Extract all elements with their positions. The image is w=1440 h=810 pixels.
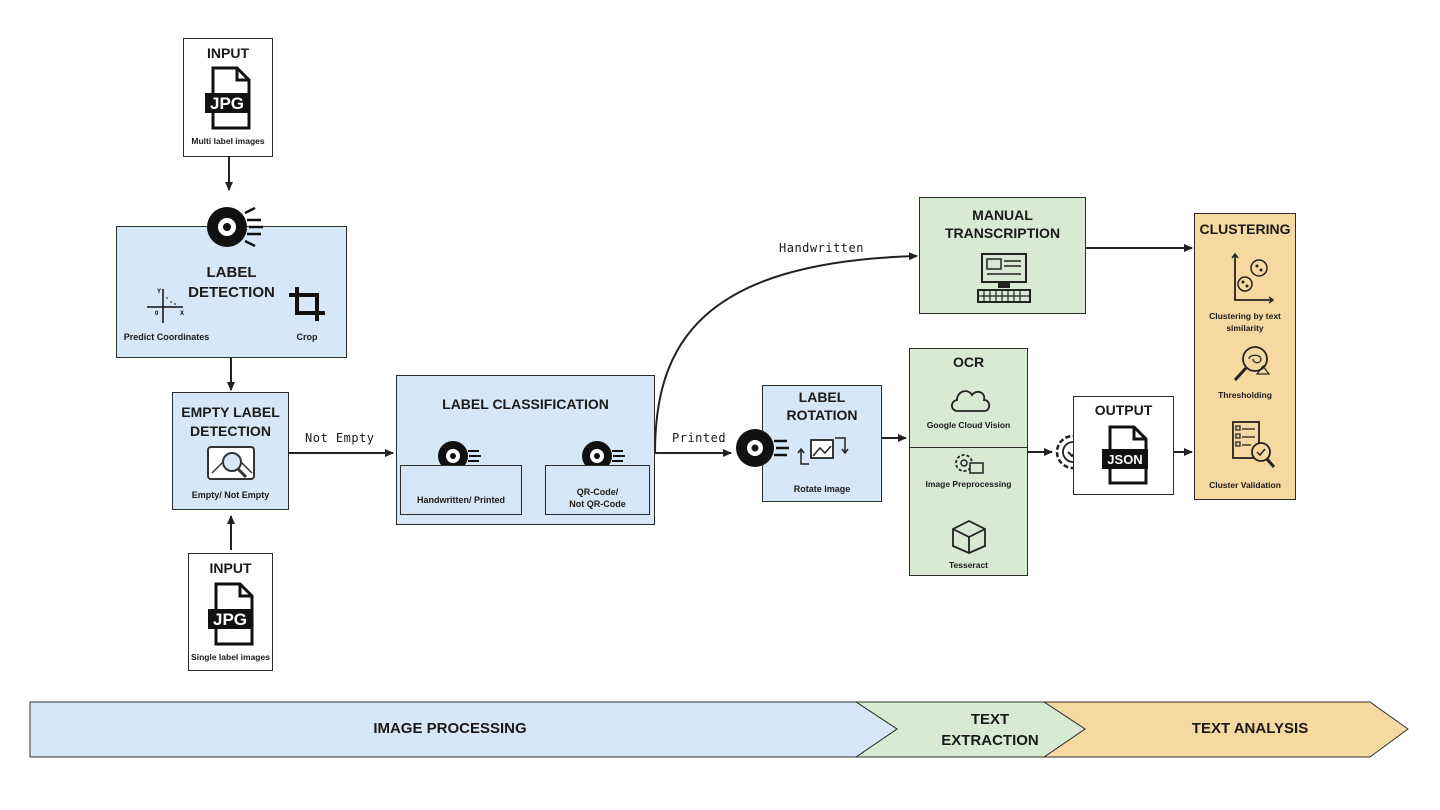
input-title: INPUT — [209, 560, 252, 576]
svg-text:Y: Y — [157, 289, 161, 295]
empty-detection-title-2: DETECTION — [190, 423, 271, 439]
arrow-handwritten — [654, 252, 918, 454]
tesseract-caption: Tesseract — [948, 560, 989, 570]
output-title: OUTPUT — [1094, 402, 1153, 418]
svg-text:0: 0 — [155, 311, 159, 317]
edge-label-not-empty: Not Empty — [305, 431, 375, 445]
qr-code-caption-1: QR-Code/ — [576, 487, 619, 497]
predict-coordinates-caption: Predict Coordinates — [123, 332, 210, 342]
image-preprocessing-caption: Image Preprocessing — [925, 479, 1012, 489]
label-rotation-box: LABEL ROTATION Rotate Image — [762, 385, 882, 502]
ai-brain-gear-icon — [207, 206, 263, 248]
gear-image-icon — [955, 454, 984, 474]
empty-detection-caption: Empty/ Not Empty — [191, 490, 270, 500]
ai-brain-gear-icon — [438, 441, 481, 471]
jpg-file-icon: JPG — [208, 582, 254, 646]
rotate-image-icon — [797, 437, 849, 465]
clustering-item1-line1: Clustering by text — [1209, 311, 1281, 321]
input-caption: Single label images — [191, 652, 270, 662]
input-caption: Multi label images — [191, 136, 265, 146]
crop-icon — [289, 287, 325, 321]
image-search-icon — [207, 446, 255, 480]
ocr-divider — [910, 447, 1027, 448]
crop-caption: Crop — [296, 332, 318, 342]
ai-brain-gear-icon — [582, 441, 625, 471]
cluster-validation-caption: Cluster Validation — [1209, 480, 1281, 490]
threshold-search-icon — [1233, 346, 1271, 382]
label-rotation-title-2: ROTATION — [786, 407, 858, 423]
band-image-processing-label: IMAGE PROCESSING — [373, 720, 527, 737]
input-single-label-box: INPUT JPG Single label images — [188, 553, 273, 671]
label-detection-title-2: DETECTION — [188, 284, 275, 301]
input-title: INPUT — [207, 45, 249, 61]
label-detection-box: LABEL DETECTION Y X 0 Predict Coordinate… — [116, 226, 347, 358]
google-cloud-vision-caption: Google Cloud Vision — [926, 420, 1011, 430]
cluster-chart-icon — [1231, 252, 1275, 304]
svg-text:X: X — [180, 311, 184, 317]
label-rotation-title-1: LABEL — [798, 389, 846, 405]
manual-transcription-title-2: TRANSCRIPTION — [944, 225, 1061, 241]
manual-transcription-box: MANUAL TRANSCRIPTION — [919, 197, 1086, 314]
cloud-icon — [950, 390, 991, 412]
handwritten-printed-caption: Handwritten/ Printed — [416, 495, 505, 505]
jpg-badge: JPG — [213, 610, 247, 629]
label-detection-title-1: LABEL — [206, 264, 257, 281]
empty-detection-title-1: EMPTY LABEL — [181, 404, 280, 420]
jpg-badge: JPG — [210, 94, 244, 113]
computer-keyboard-icon — [977, 253, 1031, 303]
ai-brain-gear-icon — [736, 429, 789, 467]
band-text-extraction-label-1: TEXT — [970, 711, 1010, 728]
checklist-validation-icon — [1232, 421, 1276, 468]
edge-label-handwritten: Handwritten — [779, 241, 864, 255]
jpg-file-icon: JPG — [205, 66, 251, 130]
clustering-item1-line2: similarity — [1226, 323, 1264, 333]
rotate-image-caption: Rotate Image — [793, 484, 851, 494]
band-image-processing — [29, 701, 898, 758]
thresholding-caption: Thresholding — [1218, 390, 1272, 400]
label-classification-title: LABEL CLASSIFICATION — [442, 396, 609, 412]
band-text-extraction-label-2: EXTRACTION — [941, 732, 1039, 749]
handwritten-printed-subbox: Handwritten/ Printed — [400, 465, 522, 515]
empty-label-detection-box: EMPTY LABEL DETECTION Empty/ Not Empty — [172, 392, 289, 510]
ocr-box: OCR Google Cloud Vision Image Preprocess… — [909, 348, 1028, 576]
edge-label-printed: Printed — [672, 431, 727, 445]
coordinates-icon: Y X 0 — [147, 289, 184, 323]
input-multi-label-box: INPUT JPG Multi label images — [183, 38, 273, 157]
clustering-title: CLUSTERING — [1199, 221, 1291, 237]
qr-code-subbox: QR-Code/ Not QR-Code — [545, 465, 650, 515]
band-text-analysis-label: TEXT ANALYSIS — [1191, 720, 1309, 737]
ocr-title: OCR — [952, 354, 985, 370]
json-file-icon: JSON — [1102, 425, 1148, 485]
output-box: OUTPUT JSON — [1073, 396, 1174, 495]
json-badge: JSON — [1107, 452, 1142, 467]
manual-transcription-title-1: MANUAL — [972, 207, 1033, 223]
qr-code-caption-2: Not QR-Code — [569, 499, 626, 509]
clustering-box: CLUSTERING Clustering by text similarity… — [1194, 213, 1296, 500]
cube-icon — [952, 519, 986, 554]
